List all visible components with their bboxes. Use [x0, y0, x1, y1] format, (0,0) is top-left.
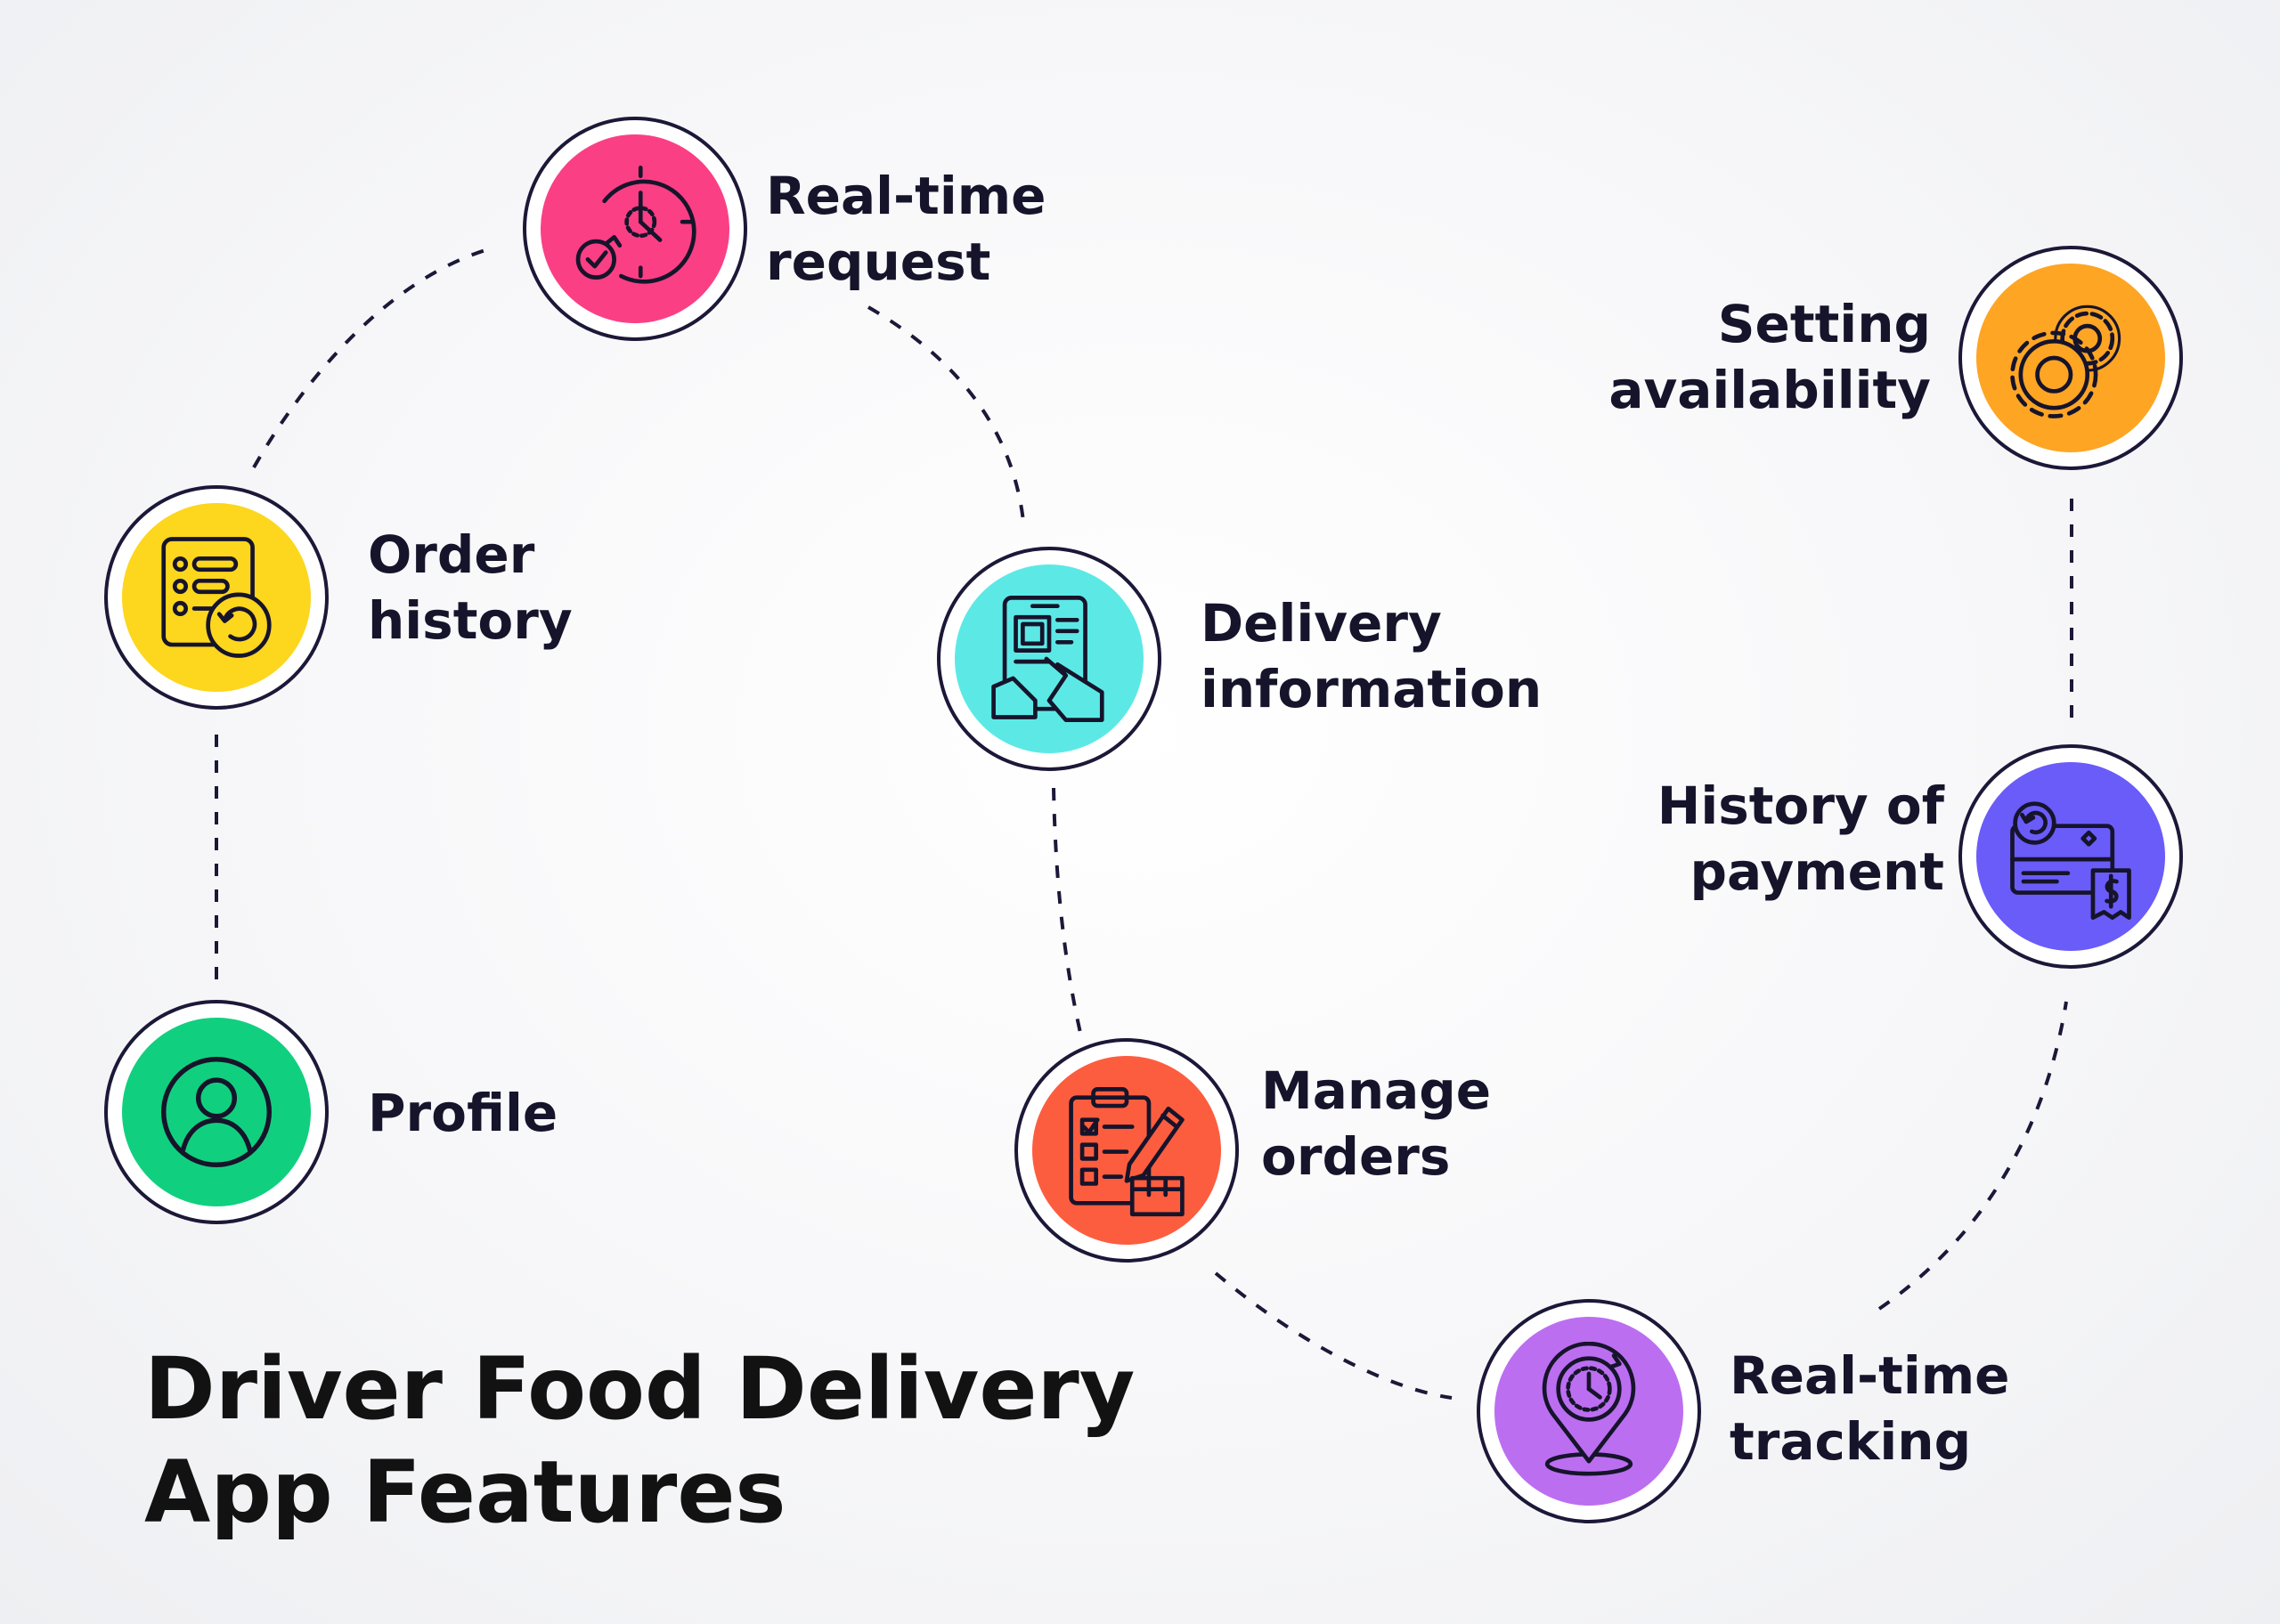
feature-circle-realtime-request: [541, 134, 729, 323]
order-history-icon: [161, 537, 272, 658]
feature-node-delivery-information: [937, 547, 1161, 771]
connector-delivery-information-to-manage-orders: [1052, 787, 1082, 1034]
feature-node-realtime-request: [523, 117, 747, 341]
tablet-touch-icon: [991, 596, 1104, 722]
gears-icon: [2010, 304, 2121, 418]
feature-node-realtime-tracking: [1477, 1299, 1701, 1523]
feature-node-manage-orders: [1014, 1038, 1239, 1263]
feature-node-history-of-payment: [1958, 744, 2183, 969]
clock-icon: [575, 166, 696, 284]
location-pin-icon: [1542, 1342, 1636, 1476]
feature-node-profile: [104, 1000, 329, 1224]
feature-circle-order-history: [122, 503, 311, 692]
connector-realtime-tracking-to-history-of-payment: [1877, 1001, 2068, 1311]
connector-order-history-to-realtime-request: [252, 246, 495, 468]
feature-circle-history-of-payment: [1976, 762, 2165, 951]
user-profile-icon: [160, 1056, 273, 1168]
payment-card-icon: [2010, 801, 2131, 920]
feature-node-order-history: [104, 485, 329, 710]
connector-manage-orders-to-realtime-tracking: [1214, 1271, 1453, 1400]
clipboard-pencil-icon: [1069, 1087, 1185, 1217]
feature-node-setting-availability: [1958, 246, 2183, 470]
connector-realtime-request-to-delivery-information: [867, 305, 1026, 531]
label-profile: Profile: [368, 1083, 558, 1143]
feature-circle-profile: [122, 1018, 311, 1206]
